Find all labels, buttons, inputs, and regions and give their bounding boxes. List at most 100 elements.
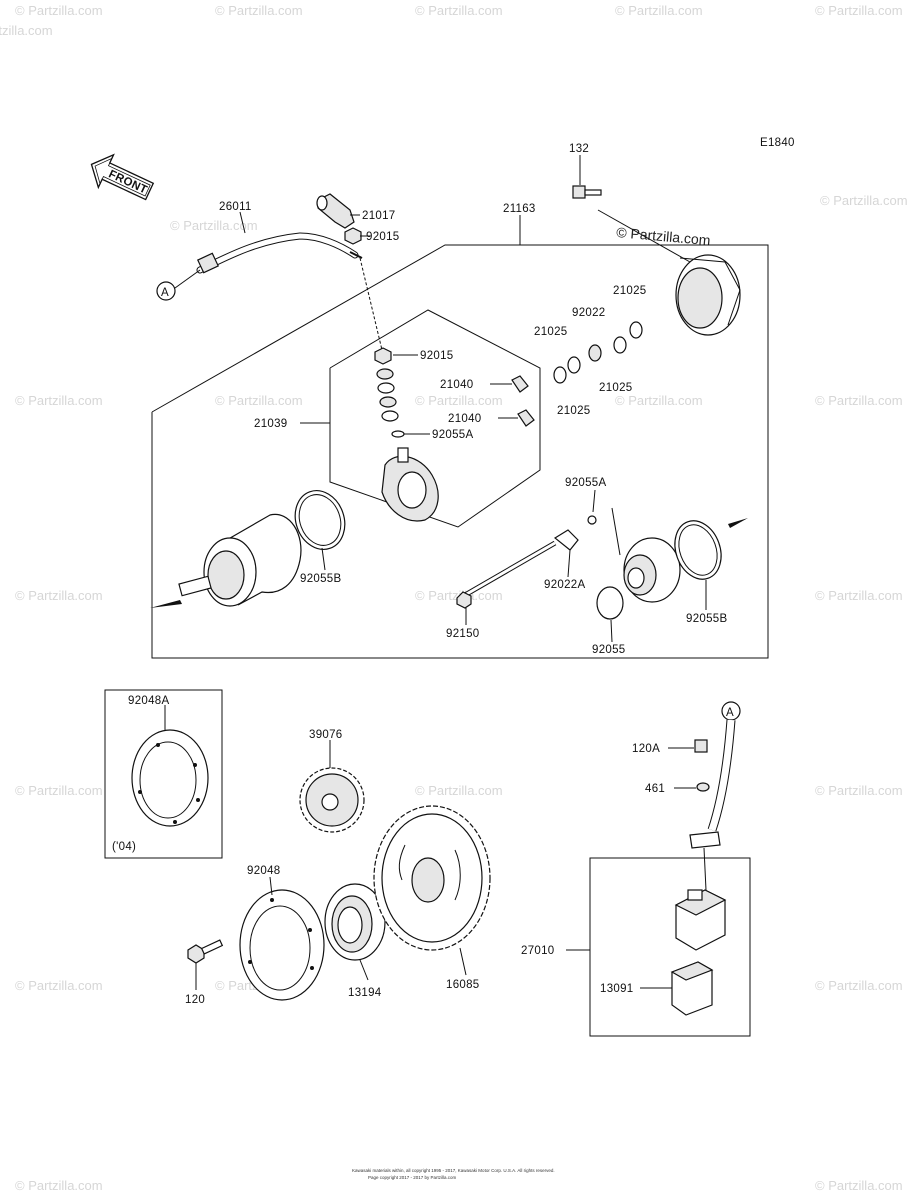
part-label: 92055B — [300, 573, 341, 585]
part-label: 92048 — [247, 865, 280, 877]
part-label: 120A — [632, 743, 660, 755]
watermark: © Partzilla.com — [15, 1178, 103, 1193]
watermark: © Partzilla.com — [215, 393, 303, 408]
part-label: 92055 — [592, 644, 625, 656]
watermark: © Partzilla.com — [815, 393, 903, 408]
gasket-04-box — [104, 689, 223, 859]
watermark: © Partzilla.com — [815, 783, 903, 798]
relay-box — [589, 857, 751, 1037]
part-label: 21040 — [440, 379, 473, 391]
starter-clutch-gear — [373, 805, 491, 951]
idle-gear — [299, 767, 365, 833]
watermark: © Partzilla.com — [15, 393, 103, 408]
watermark-layer: © Partzilla.com © Partzilla.com © Partzi… — [0, 3, 908, 1193]
washer-icon — [377, 382, 395, 394]
part-label: 13091 — [600, 983, 633, 995]
part-label: 92055A — [565, 477, 606, 489]
watermark: © Partzilla.com — [15, 978, 103, 993]
gasket-icon — [239, 889, 325, 1001]
part-label: 21040 — [448, 413, 481, 425]
nut-icon — [374, 347, 392, 365]
washer-icon — [613, 336, 627, 354]
part-label: 21025 — [557, 405, 590, 417]
part-label: 21025 — [599, 382, 632, 394]
front-cover — [611, 507, 681, 603]
part-label: 26011 — [219, 201, 252, 213]
watermark: © Partzilla.com — [15, 588, 103, 603]
end-cover — [675, 254, 741, 336]
washer-icon — [588, 344, 602, 362]
watermark: © Partzilla.com — [615, 3, 703, 18]
part-label: 21025 — [534, 326, 567, 338]
nut-icon — [344, 227, 362, 245]
watermark: © Partzilla.com — [415, 3, 503, 18]
part-label: 27010 — [521, 945, 554, 957]
o-ring-icon — [596, 586, 624, 620]
ref-marker-a: A — [721, 701, 741, 721]
bolt-icon — [187, 939, 224, 964]
washer-icon — [629, 321, 643, 339]
ref-marker-a: A — [156, 281, 176, 301]
through-bolt — [456, 540, 557, 609]
svg-text:A: A — [726, 707, 734, 719]
starter-motor-yoke — [150, 513, 302, 608]
brush-icon — [517, 409, 535, 427]
copyright-text-2: Page copyright 2017 - 2017 by Partzilla.… — [368, 1175, 457, 1180]
part-label: 92048A — [128, 695, 169, 707]
leader-lines — [164, 155, 707, 990]
part-label: 39076 — [309, 729, 342, 741]
part-label: 92022 — [572, 307, 605, 319]
part-label: 13194 — [348, 987, 382, 999]
bolt-icon — [572, 185, 602, 199]
brush-assembly-outline — [329, 309, 541, 528]
part-labels: 132 26011 21017 92015 21163 21025 92022 … — [128, 143, 727, 1006]
part-label: 21017 — [362, 210, 395, 222]
relay-cover — [670, 961, 714, 1016]
bolt-icon — [694, 739, 708, 753]
gasket-icon — [131, 729, 209, 827]
washer-icon — [381, 410, 399, 422]
starter-cable — [196, 232, 363, 274]
terminal-cap — [316, 193, 355, 229]
watermark: © Partzilla.com — [815, 588, 903, 603]
watermark: © Partzilla.com — [815, 978, 903, 993]
watermark: © Partzilla.com — [15, 783, 103, 798]
svg-text:A: A — [161, 287, 169, 299]
o-ring-icon — [674, 520, 722, 580]
starter-relay — [674, 889, 727, 951]
part-label: 92055A — [432, 429, 473, 441]
watermark: © Partzilla.com — [815, 3, 903, 18]
watermark: © Partzilla.com — [15, 3, 103, 18]
washer-icon — [376, 368, 394, 380]
brush-holder-plate — [381, 447, 439, 522]
watermark: © Partzilla.com — [415, 783, 503, 798]
o-ring-icon — [587, 515, 597, 525]
part-label: 92015 — [366, 231, 399, 243]
part-label: 92022A — [544, 579, 585, 591]
front-arrow-icon: FRONT — [90, 153, 155, 201]
o-ring-icon — [391, 430, 405, 438]
washer-icon — [696, 782, 710, 792]
washer-icon — [379, 396, 397, 408]
part-label: 21039 — [254, 418, 287, 430]
battery-cable — [689, 719, 736, 849]
watermark: © Partzilla.com — [215, 3, 303, 18]
diagram-code: E1840 — [760, 137, 795, 149]
part-label: 92055B — [686, 613, 727, 625]
part-label: 120 — [185, 994, 205, 1006]
washer-icon — [567, 356, 581, 374]
part-label: 461 — [645, 783, 665, 795]
o-ring-icon — [294, 490, 346, 550]
part-label: 21025 — [613, 285, 646, 297]
watermark: © Partzilla.com — [815, 1178, 903, 1193]
copyright-text: Kawasaki materials within, all copyright… — [352, 1168, 555, 1173]
watermark: © Partzilla.com — [0, 23, 53, 38]
brush-icon — [511, 375, 529, 393]
washer-icon — [553, 366, 567, 384]
watermark: © Partzilla.com — [170, 218, 258, 233]
part-label: 92150 — [446, 628, 479, 640]
part-label: 132 — [569, 143, 589, 155]
watermark: © Partzilla.com — [615, 393, 703, 408]
part-label: 21163 — [503, 203, 536, 215]
